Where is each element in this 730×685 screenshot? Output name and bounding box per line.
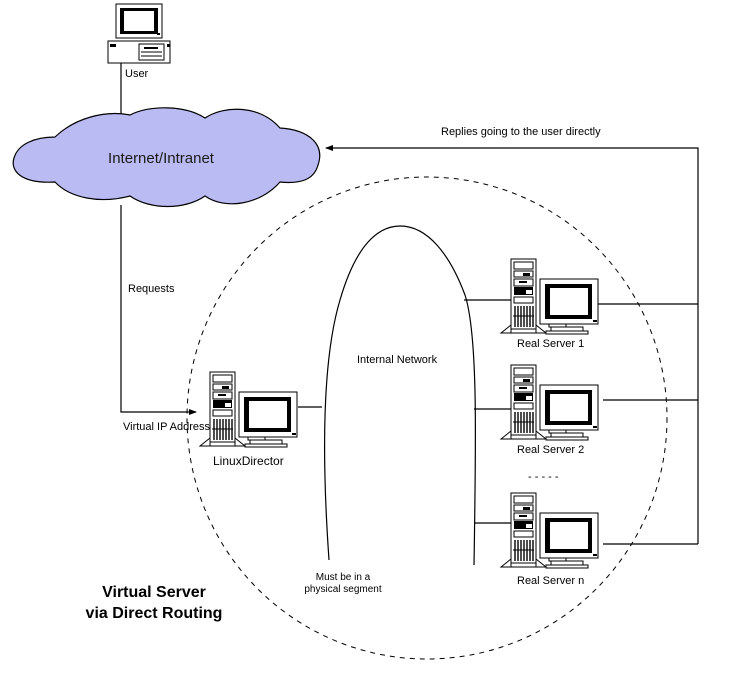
segment-note-line2: physical segment <box>304 584 381 595</box>
real-server-label: Real Server 1 <box>517 338 584 350</box>
internal-network-segment <box>324 225 477 566</box>
virtual-ip-label: Virtual IP Address <box>123 421 211 433</box>
requests-arrow <box>120 205 197 415</box>
cloud-label: Internet/Intranet <box>108 150 215 167</box>
linux-director: Virtual IP Address LinuxDirector <box>123 371 298 468</box>
replies-arrow <box>325 145 699 544</box>
tower-server-icon <box>500 258 599 335</box>
user-computer: User <box>107 3 171 80</box>
real-server-1: Real Server 1 <box>500 258 599 350</box>
internal-network-label: Internal Network <box>357 354 438 366</box>
director-label: LinuxDirector <box>213 454 284 468</box>
real-server-label: Real Server n <box>517 575 584 587</box>
more-servers-ellipsis: - - - - - <box>528 471 559 483</box>
user-label: User <box>125 68 149 80</box>
requests-label: Requests <box>128 283 175 295</box>
internet-cloud <box>12 107 321 208</box>
segment-note-line1: Must be in a <box>316 572 371 583</box>
tower-server-icon <box>500 364 599 441</box>
virtual-server-boundary <box>186 176 668 660</box>
diagram-title-line2: via Direct Routing <box>86 605 223 622</box>
diagram-title-line1: Virtual Server <box>102 584 206 601</box>
real-server-label: Real Server 2 <box>517 444 584 456</box>
real-server-2: Real Server 2 <box>500 364 599 456</box>
replies-label: Replies going to the user directly <box>441 126 601 138</box>
real-server-n: Real Server n <box>500 492 599 587</box>
tower-server-icon <box>199 371 298 448</box>
desktop-computer-icon <box>107 3 171 64</box>
tower-server-icon <box>500 492 599 569</box>
